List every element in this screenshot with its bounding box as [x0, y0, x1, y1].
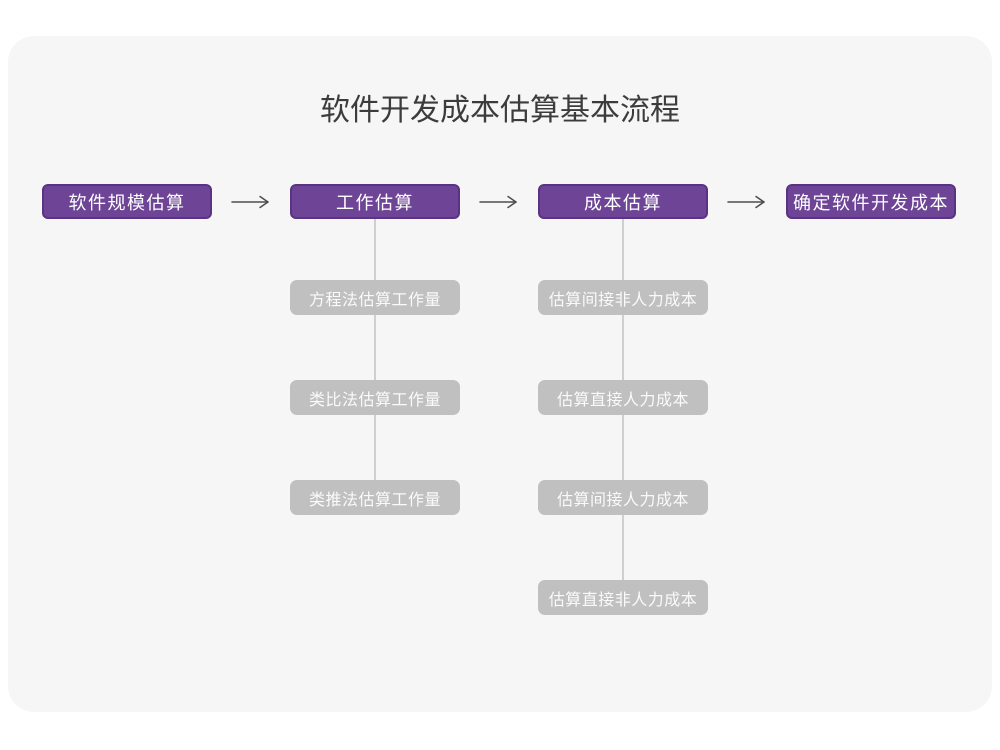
- arrow-right-icon: [479, 195, 519, 209]
- sub-step-indirect-labor-cost: 估算间接人力成本: [538, 480, 708, 515]
- sub-step-equation-method: 方程法估算工作量: [290, 280, 460, 315]
- flow-step-work-estimation: 工作估算: [290, 184, 460, 219]
- sub-step-direct-labor-cost: 估算直接人力成本: [538, 380, 708, 415]
- sub-step-analogy-method: 类比法估算工作量: [290, 380, 460, 415]
- sub-step-indirect-nonlabor-cost: 估算间接非人力成本: [538, 280, 708, 315]
- connector-line-work-branch: [374, 219, 376, 480]
- sub-step-extrapolation-method: 类推法估算工作量: [290, 480, 460, 515]
- arrow-right-icon: [231, 195, 271, 209]
- flow-step-cost-estimation: 成本估算: [538, 184, 708, 219]
- diagram-title: 软件开发成本估算基本流程: [320, 94, 680, 127]
- flow-step-software-scale-estimation: 软件规模估算: [42, 184, 212, 219]
- sub-step-direct-nonlabor-cost: 估算直接非人力成本: [538, 580, 708, 615]
- flow-step-determine-development-cost: 确定软件开发成本: [786, 184, 956, 219]
- diagram-card: [8, 36, 992, 712]
- arrow-right-icon: [727, 195, 767, 209]
